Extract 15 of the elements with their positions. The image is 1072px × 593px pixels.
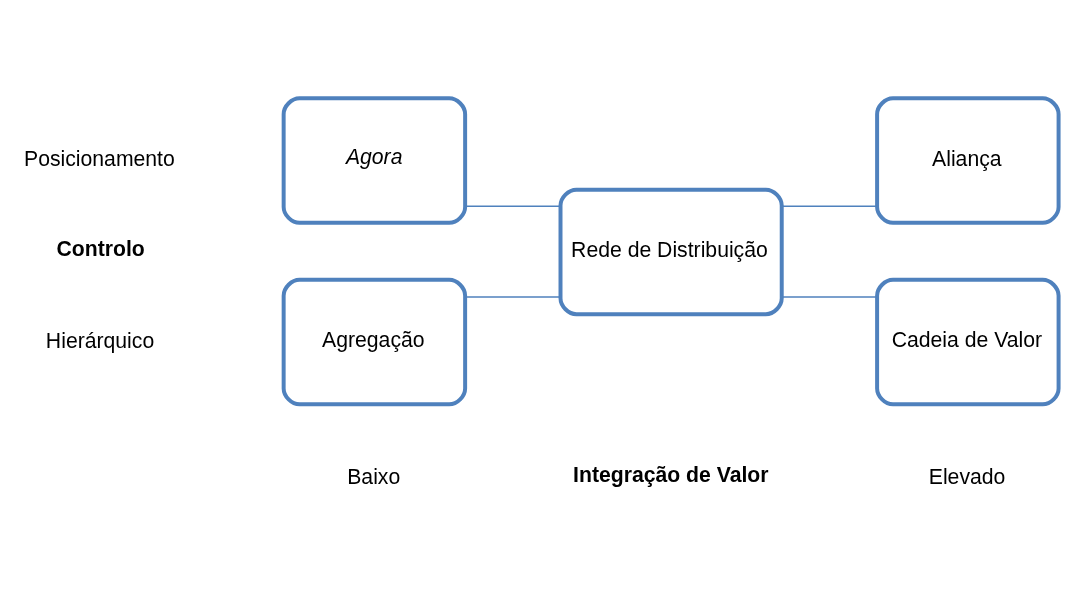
label: Baixo: [347, 464, 401, 488]
label: Posicionamento: [24, 146, 175, 170]
connector: [464, 204, 562, 207]
node-box: Aliança: [875, 95, 1061, 225]
connector: [781, 204, 878, 207]
node-box: Rede de Distribuição: [558, 187, 784, 316]
connector: [464, 295, 562, 298]
node-box: Agregação: [281, 277, 468, 406]
connector: [781, 295, 878, 298]
label: Integração de Valor: [573, 462, 769, 486]
label: Controlo: [56, 236, 145, 260]
label: Elevado: [928, 464, 1006, 488]
node-box: Agora: [281, 95, 468, 225]
node-box: Cadeia de Valor: [875, 277, 1061, 406]
label: Hierárquico: [45, 328, 155, 352]
